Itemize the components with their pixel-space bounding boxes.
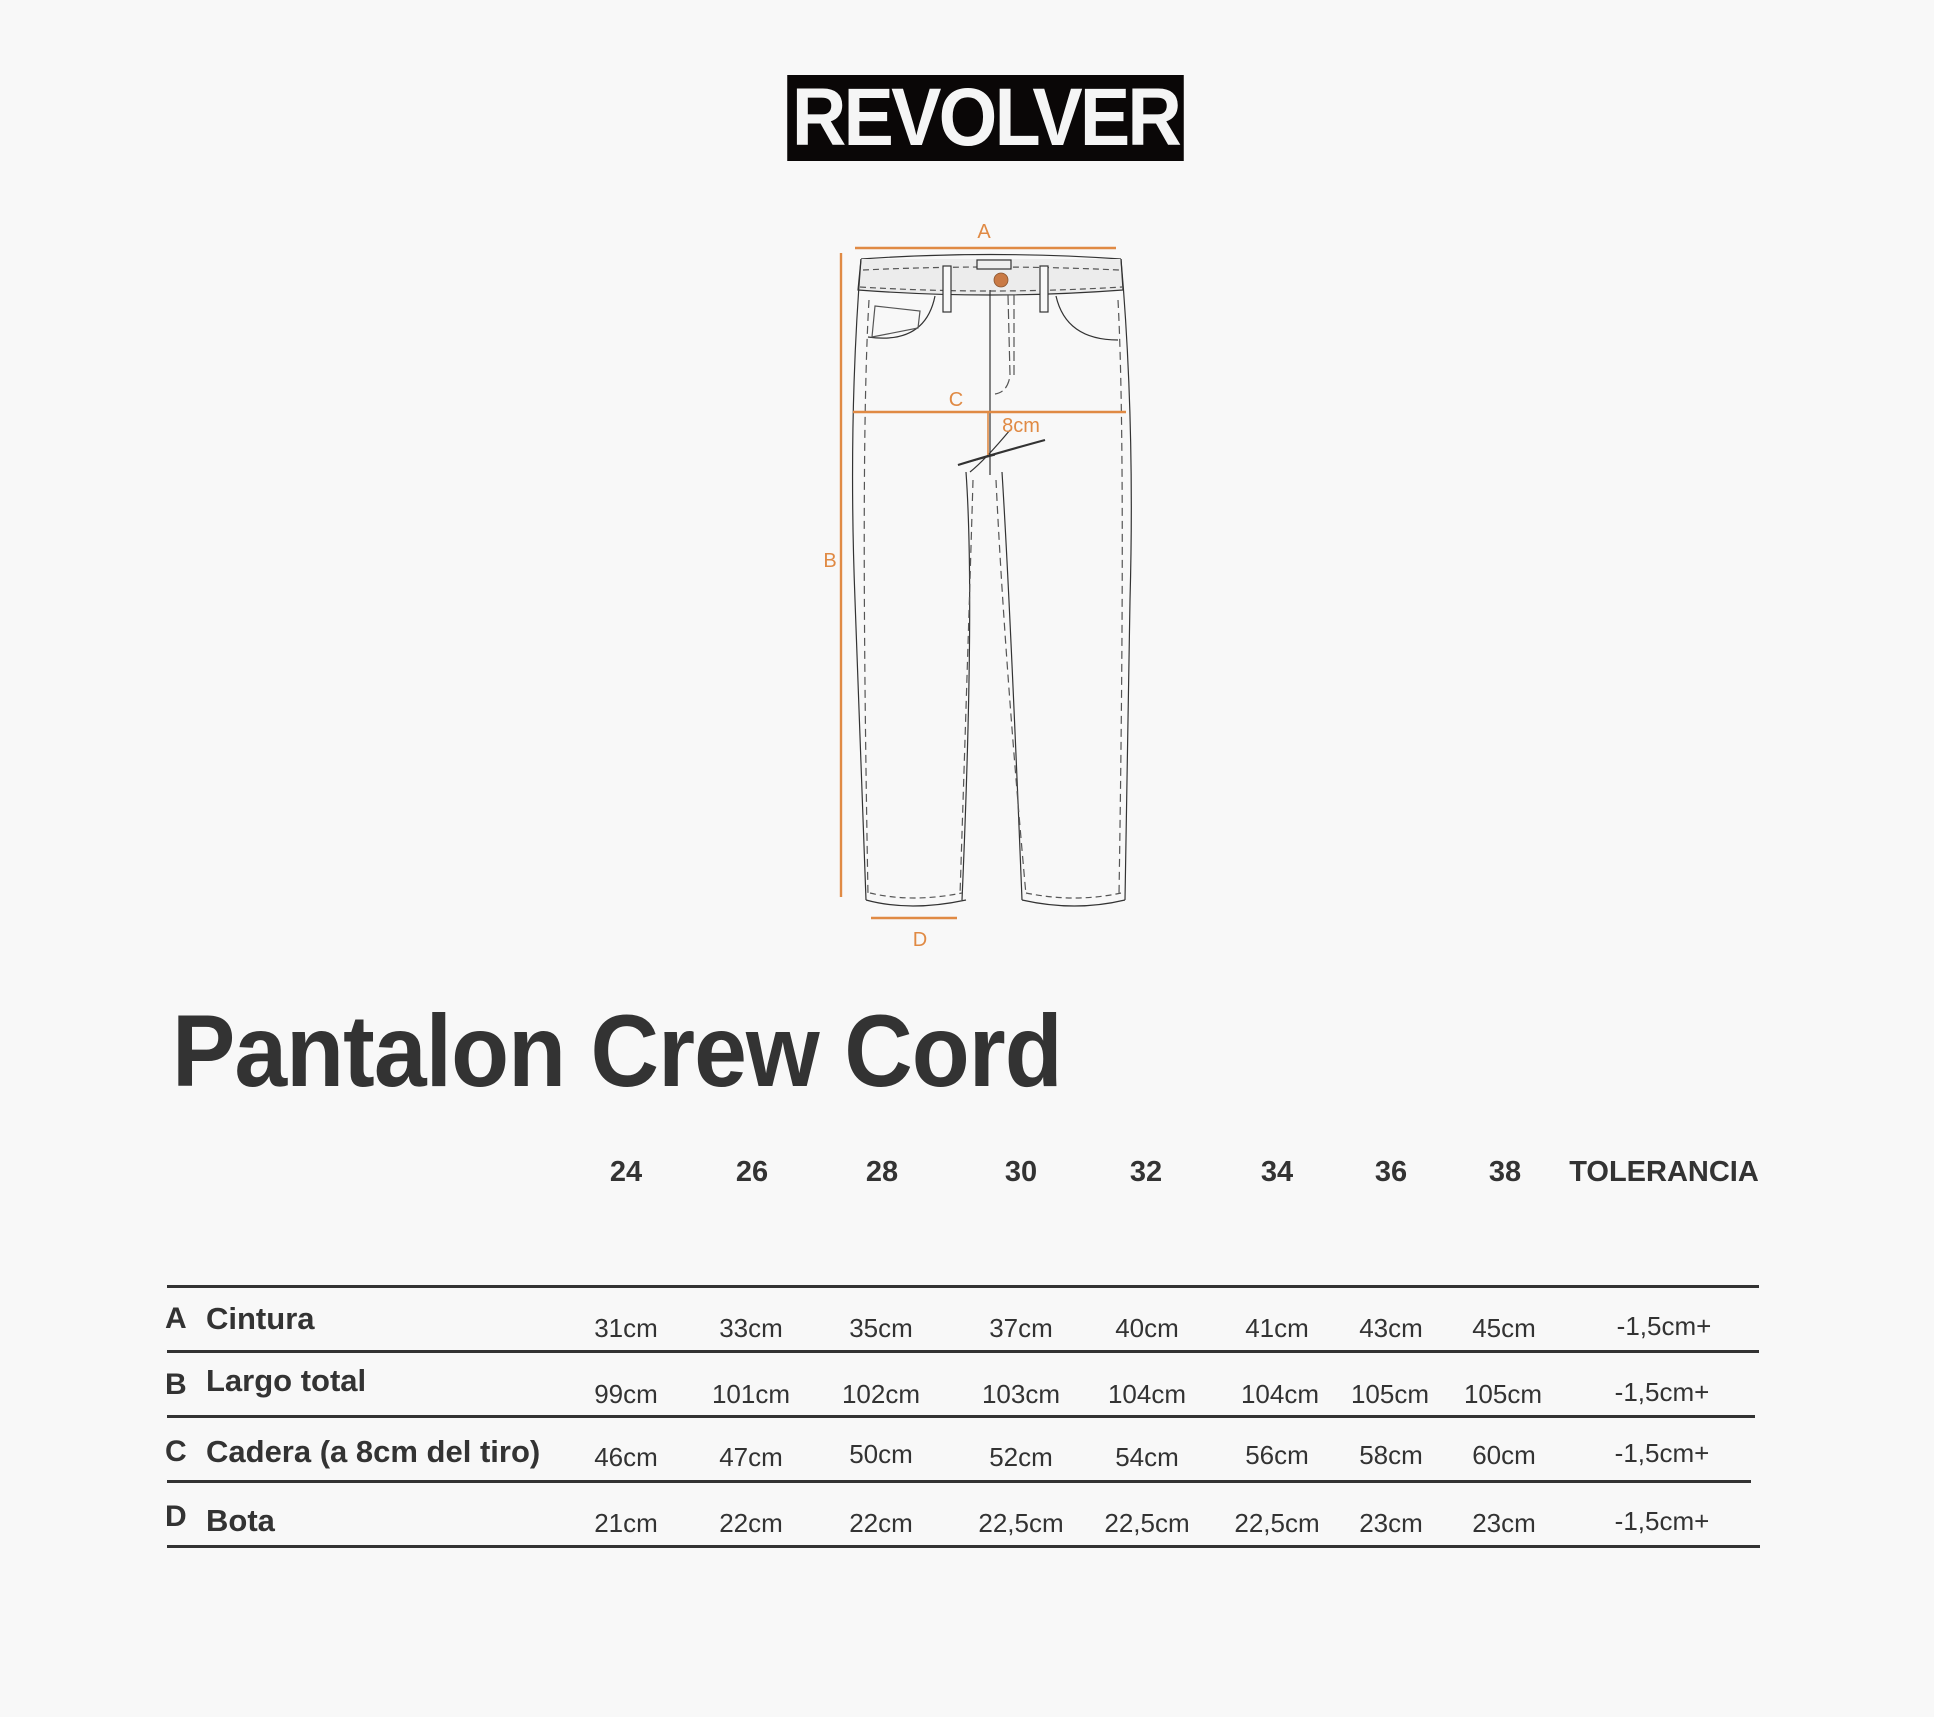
row-key: B (165, 1368, 187, 1401)
cell: 102cm (841, 1379, 921, 1409)
cell: 22cm (849, 1508, 913, 1538)
tolerance-cell: -1,5cm+ (1616, 1311, 1712, 1341)
row-key: C (165, 1435, 187, 1468)
cell: 45cm (1472, 1313, 1536, 1343)
cell: 31cm (594, 1313, 658, 1343)
tolerance-header: TOLERANCIA (1569, 1156, 1759, 1188)
cell: 43cm (1359, 1313, 1423, 1343)
pants-outline-icon (839, 246, 1132, 920)
cell: 41cm (1245, 1313, 1309, 1343)
cell: 103cm (981, 1379, 1061, 1409)
row-key: D (165, 1500, 187, 1533)
cell: 37cm (989, 1313, 1053, 1343)
cell: 22,5cm (1234, 1508, 1320, 1538)
size-header-32: 32 (1129, 1156, 1163, 1188)
pants-diagram: A B C 8cm D (800, 200, 1180, 960)
cell: 104cm (1240, 1379, 1320, 1409)
size-header-38: 38 (1488, 1156, 1522, 1188)
cell: 52cm (989, 1442, 1053, 1472)
size-header-26: 26 (735, 1156, 769, 1188)
measure-label-offset: 8cm (1002, 415, 1040, 437)
size-header-34: 34 (1260, 1156, 1294, 1188)
cell: 23cm (1359, 1508, 1423, 1538)
cell: 104cm (1107, 1379, 1187, 1409)
cell: 47cm (719, 1442, 783, 1472)
table-divider (167, 1545, 1760, 1548)
size-header-30: 30 (1004, 1156, 1038, 1188)
table-divider (167, 1415, 1755, 1418)
cell: 22cm (719, 1508, 783, 1538)
row-name: Bota (206, 1503, 275, 1538)
cell: 35cm (849, 1313, 913, 1343)
cell: 22,5cm (1104, 1508, 1190, 1538)
cell: 54cm (1115, 1442, 1179, 1472)
brand-logo-text: REVOLVER (791, 72, 1182, 163)
row-name: Largo total (206, 1363, 367, 1398)
cell: 23cm (1472, 1508, 1536, 1538)
cell: 56cm (1245, 1440, 1309, 1470)
row-name: Cadera (a 8cm del tiro) (206, 1434, 541, 1469)
size-header-36: 36 (1374, 1156, 1408, 1188)
cell: 60cm (1472, 1440, 1536, 1470)
cell: 40cm (1115, 1313, 1179, 1343)
measure-label-c: C (948, 389, 964, 411)
cell: 33cm (719, 1313, 783, 1343)
row-key: A (165, 1302, 187, 1335)
cell: 21cm (594, 1508, 658, 1538)
cell: 105cm (1463, 1379, 1543, 1409)
size-header-28: 28 (865, 1156, 899, 1188)
product-title: Pantalon Crew Cord (172, 994, 1063, 1108)
tolerance-cell: -1,5cm+ (1614, 1377, 1710, 1407)
measure-label-d: D (912, 929, 928, 951)
table-divider (167, 1285, 1759, 1288)
measure-label-a: A (977, 221, 991, 243)
cell: 58cm (1359, 1440, 1423, 1470)
cell: 46cm (594, 1442, 658, 1472)
tolerance-cell: -1,5cm+ (1614, 1438, 1710, 1468)
row-name: Cintura (206, 1301, 315, 1336)
tolerance-cell: -1,5cm+ (1614, 1506, 1710, 1536)
cell: 105cm (1350, 1379, 1430, 1409)
cell: 50cm (849, 1439, 913, 1469)
table-divider (167, 1480, 1751, 1483)
measure-label-b: B (823, 550, 837, 572)
size-header-24: 24 (609, 1156, 643, 1188)
cell: 99cm (594, 1379, 658, 1409)
brand-logo: REVOLVER (787, 75, 1184, 161)
cell: 22,5cm (978, 1508, 1064, 1538)
table-divider (167, 1350, 1759, 1353)
button-icon (993, 272, 1009, 288)
cell: 101cm (711, 1379, 791, 1409)
